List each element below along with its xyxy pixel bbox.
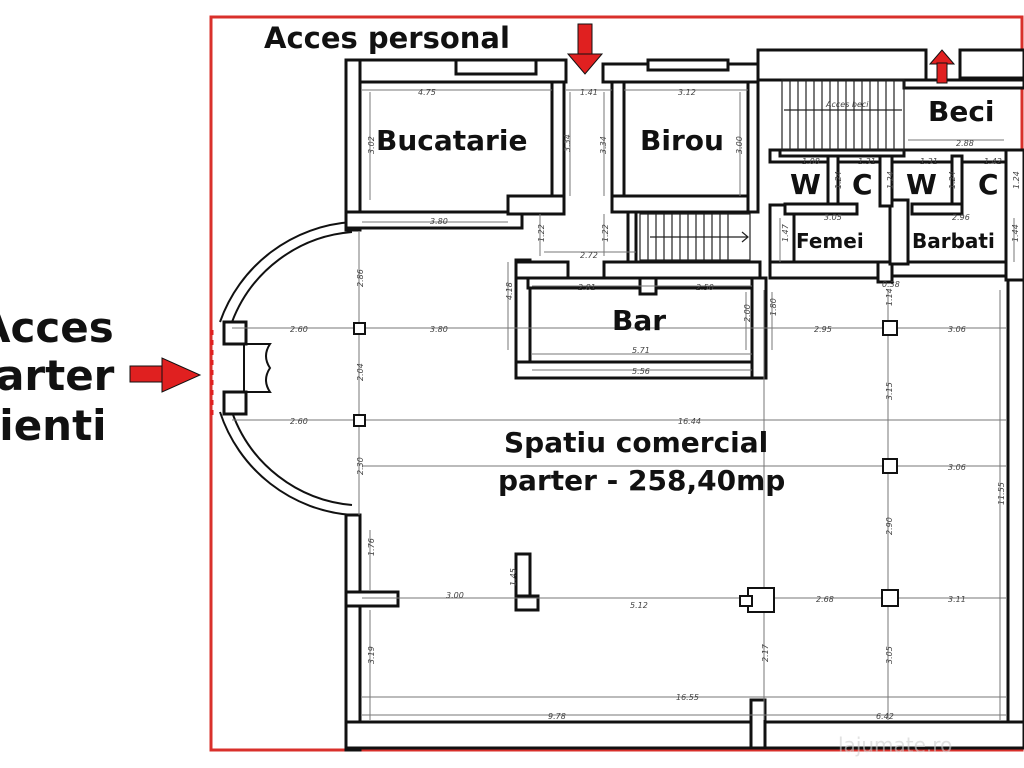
interior-walls: [344, 78, 1024, 724]
room-label-bar: Bar: [612, 304, 666, 337]
dimension-label: 3.12: [678, 88, 696, 97]
dimension-label: 2.72: [580, 251, 598, 260]
dimension-label: 6.42: [876, 712, 894, 721]
acces-personal-label: Acces personal: [264, 21, 510, 55]
dimension-label: 3.80: [430, 217, 448, 226]
dimension-label: 1.24: [886, 171, 895, 189]
room-label-spatiu-line1: Spatiu comercial: [504, 426, 768, 459]
acces-parter-line3: clienti: [0, 401, 107, 450]
room-label-spatiu-line2: parter - 258,40mp: [498, 464, 785, 497]
room-label-bucatarie: Bucatarie: [376, 124, 527, 157]
arrow-up-icon: [928, 49, 956, 84]
column: [353, 414, 366, 427]
dimension-label: 2.88: [956, 139, 974, 148]
access-annotations: Acces personal Acces parter clienti: [0, 21, 956, 450]
wc-label-w1: W: [790, 168, 821, 201]
exterior-walls: [344, 48, 1024, 752]
dimension-label: 16.44: [678, 417, 701, 426]
column: [882, 458, 898, 474]
dimension-label: 1.80: [769, 298, 778, 316]
dimension-label: 3.06: [948, 463, 966, 472]
room-label-birou: Birou: [640, 124, 724, 157]
dimension-label: 1.31: [858, 157, 876, 166]
dimension-label: 1.14: [885, 288, 894, 306]
dimension-label: 3.11: [948, 595, 966, 604]
dimension-label: 4.75: [418, 88, 436, 97]
dimension-label: 2.50: [696, 283, 714, 292]
stairs-beci: [781, 79, 905, 151]
dimension-label: 1.42: [984, 157, 1002, 166]
dimension-label: 3.19: [367, 646, 376, 664]
dimension-label: 2.81: [578, 283, 596, 292]
dimension-label: 3.02: [367, 136, 376, 154]
room-labels: Bucatarie Birou Beci Acces beci W C W C …: [376, 95, 999, 497]
dimension-label: 5.71: [632, 346, 650, 355]
dimension-label: 1.45: [509, 568, 518, 586]
dimension-label: 9.78: [548, 712, 566, 721]
dimension-label: 1.22: [537, 224, 546, 242]
column: [881, 589, 899, 607]
wc-label-w2: W: [906, 168, 937, 201]
dimension-label: 11.55: [997, 482, 1006, 505]
dimension-label: 2.96: [952, 213, 970, 222]
watermark-text: lajumate.ro: [838, 733, 952, 757]
wc-label-c2: C: [978, 168, 999, 201]
dimension-label: 1.22: [601, 224, 610, 242]
arrow-right-icon: [129, 357, 202, 393]
acces-parter-line1: Acces: [0, 303, 114, 352]
dimension-label: 1.31: [920, 157, 938, 166]
watermark: lajumate.ro: [838, 733, 952, 757]
dimension-label: 2.30: [356, 457, 365, 475]
dimension-label: 1.08: [802, 157, 820, 166]
dimension-label: 1.24: [948, 171, 957, 189]
dimension-label: 3.05: [885, 646, 894, 664]
dimension-label: 2.95: [814, 325, 832, 334]
column: [353, 322, 366, 335]
dimension-label: 3.34: [599, 136, 608, 154]
dimension-labels: 4.75 1.41 3.12 2.88 1.08 1.31 1.31 1.42 …: [290, 88, 1021, 721]
dimension-label: 2.00: [743, 304, 752, 322]
dimension-label: 1.44: [1011, 224, 1020, 242]
dimension-label: 1.24: [834, 171, 843, 189]
dimension-label: 2.86: [356, 269, 365, 287]
dimension-label: 2.60: [290, 417, 308, 426]
dimension-label: 1.41: [580, 88, 598, 97]
dimension-label: 3.00: [446, 591, 464, 600]
dimension-label: 3.05: [824, 213, 842, 222]
dimension-label: 2.17: [761, 643, 770, 662]
dimension-label: 2.04: [356, 363, 365, 381]
room-label-beci: Beci: [928, 95, 995, 128]
dimension-label: 16.55: [676, 693, 699, 702]
dimension-label: 3.00: [735, 136, 744, 154]
dimension-label: 3.06: [948, 325, 966, 334]
dimension-label: 5.12: [630, 601, 648, 610]
acces-parter-line2: parter: [0, 351, 115, 400]
dimension-label: 2.60: [290, 325, 308, 334]
dimension-label: 1.47: [781, 223, 790, 242]
dimension-label: 4.18: [505, 282, 514, 300]
dimension-label: 3.34: [563, 134, 572, 152]
dimension-label: 1.76: [367, 538, 376, 556]
arrow-down-icon: [566, 23, 604, 75]
room-label-barbati: Barbati: [912, 229, 995, 253]
columns: [353, 320, 899, 613]
stairs-birou: [639, 213, 751, 261]
dimension-label: 0.38: [882, 280, 900, 289]
dimension-label: 1.24: [1012, 171, 1021, 189]
dimension-label: 5.56: [632, 367, 650, 376]
dimension-label: 3.80: [430, 325, 448, 334]
dimension-label: 2.90: [885, 517, 894, 535]
wc-label-c1: C: [852, 168, 873, 201]
dimension-label: 2.68: [816, 595, 834, 604]
dimension-label: 3.15: [885, 382, 894, 400]
room-label-femei: Femei: [796, 229, 864, 253]
entrance-arc: [210, 221, 353, 516]
acces-beci-label: Acces beci: [825, 100, 869, 109]
column: [882, 320, 898, 336]
column: [739, 595, 753, 607]
